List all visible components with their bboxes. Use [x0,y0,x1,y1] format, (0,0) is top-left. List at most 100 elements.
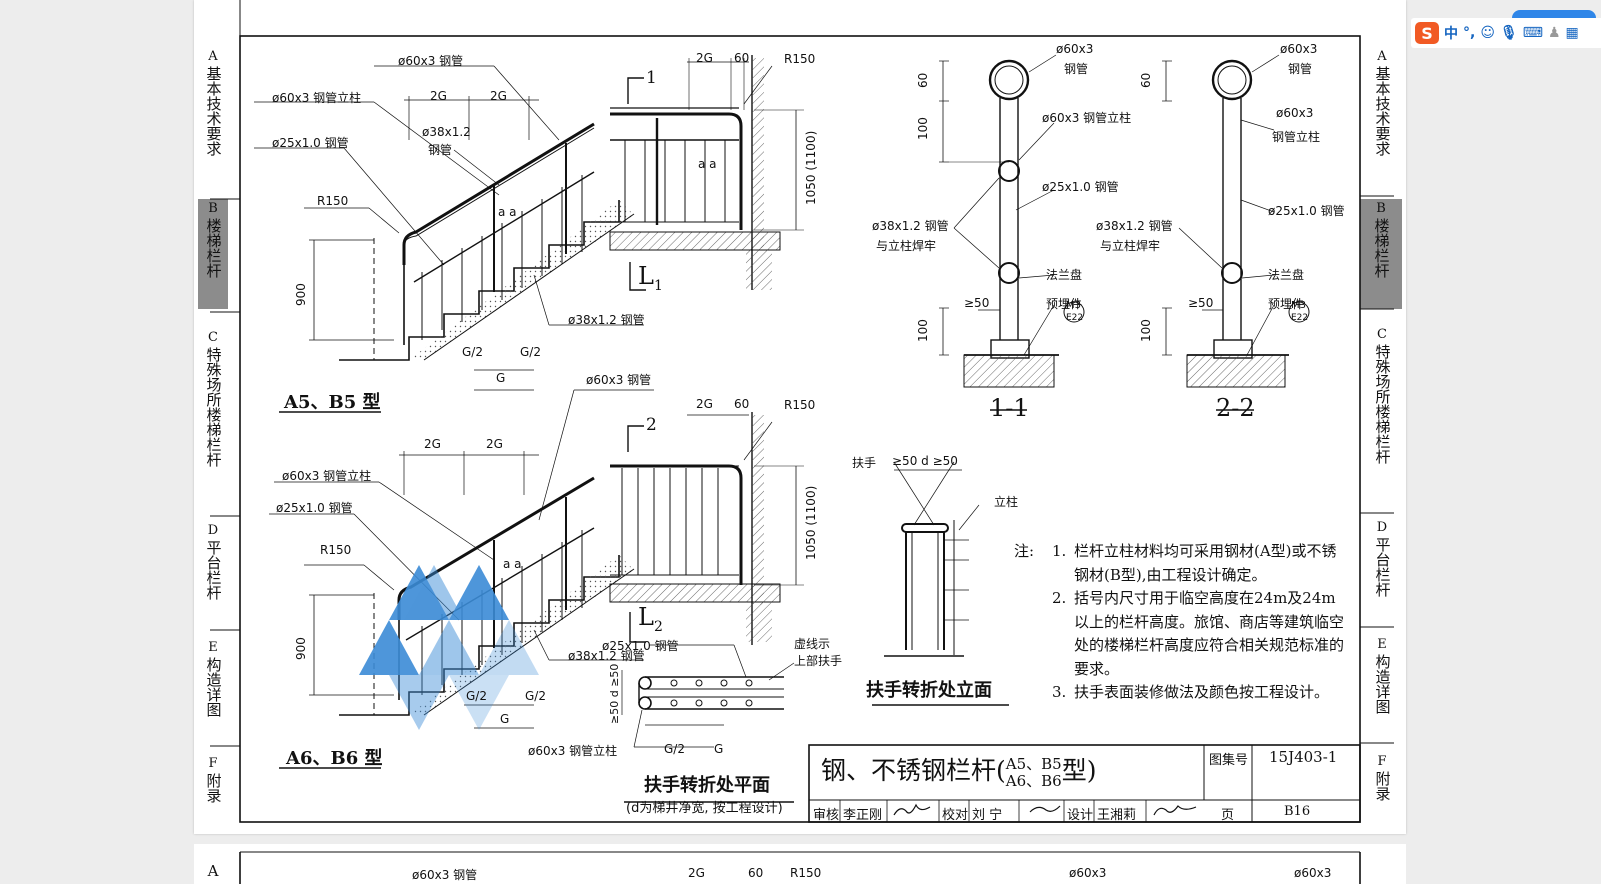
dim-2g-a: 2G [430,89,447,103]
title-block-lines [808,744,1361,823]
section-2-2 [1162,54,1310,411]
ime-mode-label[interactable]: 中 [1444,26,1458,42]
main-frame [239,35,1361,823]
s22-dim60: 60 [1139,72,1153,88]
mark-l1: L1 [638,262,663,294]
ime-toolbar: S 中 °, ☺ 🎙 ⌨ ♟ ▦ [1411,18,1601,48]
s22-m3: M3 [1291,300,1306,311]
title-a6b6: A6、B6 型 [286,748,383,769]
next-label-5: ø60x3 [1069,866,1107,880]
dim-900-a: 900 [294,283,308,306]
s11-pipe25: ø25x1.0 钢管 [1042,180,1119,194]
title-section-2-2: 2-2 [1216,394,1255,422]
label-pipe25: ø25x1.0 钢管 [272,136,349,150]
next-label-1: ø60x3 钢管 [412,868,478,882]
label-post60: ø60x3 钢管立柱 [272,91,362,105]
dim-1050-l2: 1050 (1100) [804,485,818,560]
page-label: 页 [1221,808,1235,823]
mark-l2: L2 [638,603,663,635]
s11-dim100: 100 [916,117,930,140]
label-pipe38-full-a: ø38x1.2 钢管 [568,313,645,327]
handrail-turn-plan [621,644,795,803]
label-post60-plan: ø60x3 钢管立柱 [528,744,618,758]
s11-embed: 预埋件 [1046,297,1083,311]
dim-60-l1: 60 [734,51,750,65]
next-label-3: 60 [748,866,764,880]
label-pipe60-b: ø60x3 钢管 [586,373,652,387]
s22-dim100: 100 [1139,319,1153,342]
dim-aa-l1: a a [698,157,717,171]
sogou-logo-icon[interactable]: S [1415,22,1439,44]
punctuation-toggle[interactable]: °, [1463,25,1476,41]
title-turn-plan: 扶手转折处平面 [644,775,770,796]
s11-dim60: 60 [916,72,930,88]
dim-g-b: G [500,712,510,726]
l1-side-elevation [609,55,804,291]
label-dash2: 上部扶手 [794,654,843,668]
dim-aa-b: a a [503,557,522,571]
skin-icon[interactable]: ♟ [1547,25,1561,41]
s11-weld2: 与立柱焊牢 [876,239,937,253]
keyboard-icon[interactable]: ⌨ [1522,25,1543,41]
s22-flange: 法兰盘 [1268,268,1305,282]
dim-2g-l1: 2G [696,51,713,65]
note-1: 注:1.栏杆立柱材料均可采用钢材(A型)或不锈钢材(B型),由工程设计确定。 [1014,542,1337,584]
label-pipe38-b: 钢管 [428,143,453,157]
handrail-turn-elevation [872,461,1009,706]
dim-ge50d: ≥50 d ≥50 [892,454,958,468]
dim-60-l2: 60 [734,397,750,411]
label-r150-l1: R150 [784,52,816,66]
s11-flange: 法兰盘 [1046,268,1083,282]
s22-weld2: 与立柱焊牢 [1100,239,1161,253]
check-label: 校对 [942,808,969,823]
s11-post: ø60x3 钢管立柱 [1042,111,1132,125]
s22-pipe25: ø25x1.0 钢管 [1268,204,1345,218]
technical-drawing [210,0,1394,823]
atlas-number: 15J403-1 [1269,748,1338,766]
label-dash1: 虚线示 [794,637,831,651]
dim-ghalf-plan: G/2 [664,742,685,756]
microphone-icon[interactable]: 🎙 [1499,25,1518,41]
s11-pipe60a: ø60x3 [1056,42,1094,56]
dim-2g-l2: 2G [696,397,713,411]
next-tab-a[interactable]: A [207,862,219,880]
notes-block: 注:1.栏杆立柱材料均可采用钢材(A型)或不锈钢材(B型),由工程设计确定。 2… [1014,540,1344,705]
checker-name: 刘 宁 [972,808,1003,823]
label-pipe38: ø38x1.2 [422,125,471,139]
a5b5-elevation [254,65,644,413]
s11-weld1: ø38x1.2 钢管 [872,219,949,233]
label-r150-l2: R150 [784,398,816,412]
dim-2g-c: 2G [424,437,441,451]
atlas-label: 图集号 [1209,753,1249,768]
dim-ghalf-b1: G/2 [466,689,487,703]
next-label-2: 2G [688,866,705,880]
s22-weld1: ø38x1.2 钢管 [1096,219,1173,233]
title-turn-elevation: 扶手转折处立面 [866,680,992,701]
title-section-1-1: 1-1 [990,394,1029,422]
label-r150-a: R150 [317,194,349,208]
note-turn-plan: (d为梯井净宽, 按工程设计) [626,801,783,816]
label-r150-b: R150 [320,543,352,557]
l2-side-elevation [609,412,804,645]
designer-name: 王湘莉 [1097,808,1137,823]
emoji-icon[interactable]: ☺ [1480,25,1495,41]
toolbox-icon[interactable]: ▦ [1565,25,1579,41]
review-label: 审核 [813,808,840,823]
design-label: 设计 [1067,808,1094,823]
label-pipe25-b: ø25x1.0 钢管 [276,501,353,515]
dim-1050-l1: 1050 (1100) [804,130,818,205]
